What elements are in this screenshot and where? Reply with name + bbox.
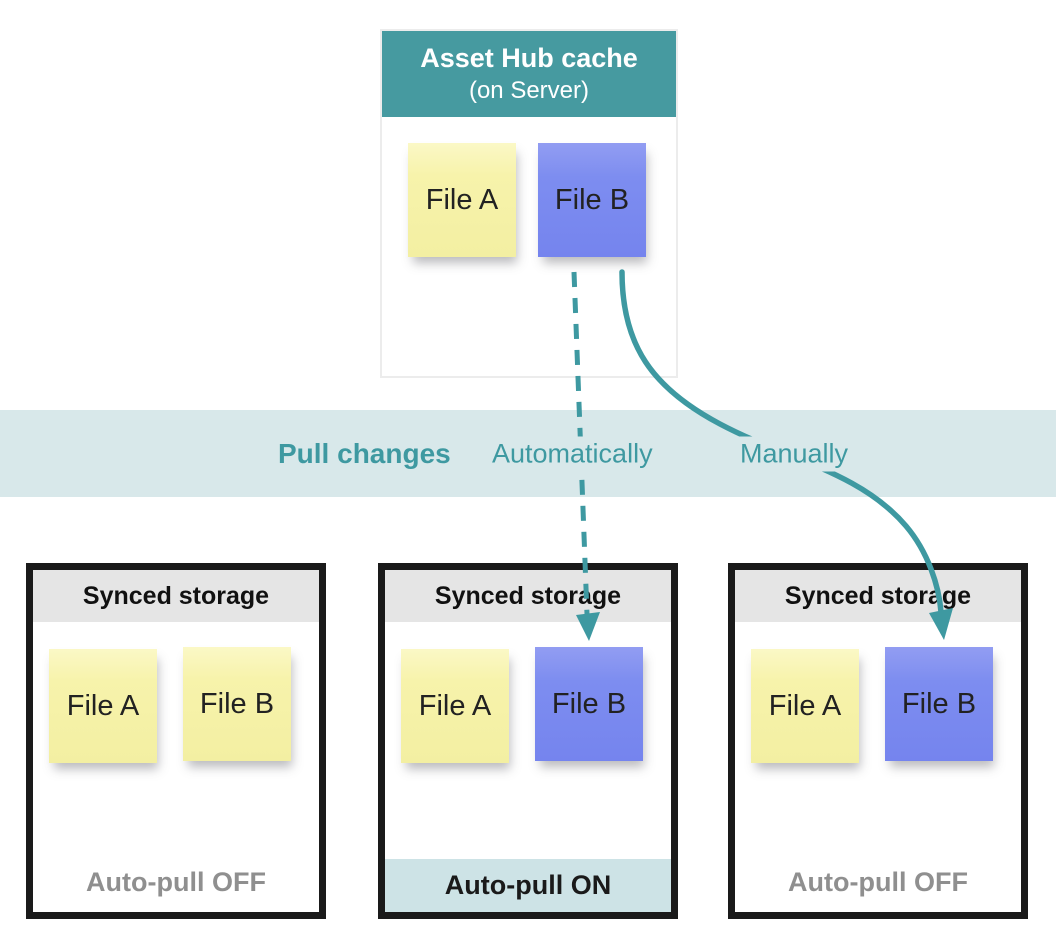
storage-1-auto-pull-status: Auto-pull OFF xyxy=(86,867,266,897)
synced-storage-box-2: Synced storage File A File B Auto-pull O… xyxy=(378,563,678,919)
storage-2-file-a-label: File A xyxy=(418,689,492,722)
cache-file-a-note: File A xyxy=(408,143,516,257)
storage-2-auto-pull-status: Auto-pull ON xyxy=(385,859,671,912)
synced-storage-box-1: Synced storage File A File B Auto-pull O… xyxy=(26,563,326,919)
storage-1-file-a-note: File A xyxy=(49,649,157,763)
storage-1-file-a-label: File A xyxy=(66,689,140,722)
storage-3-auto-pull-status: Auto-pull OFF xyxy=(788,867,968,897)
synced-storage-box-3: Synced storage File A File B Auto-pull O… xyxy=(728,563,1028,919)
cache-subtitle: (on Server) xyxy=(468,76,590,104)
storage-3-file-a-label: File A xyxy=(768,689,842,722)
pull-changes-band: Pull changes Automatically Manually xyxy=(0,410,1056,497)
pull-changes-title: Pull changes xyxy=(272,435,457,472)
storage-3-file-b-label: File B xyxy=(901,687,977,720)
storage-1-header: Synced storage xyxy=(33,570,319,622)
storage-2-header: Synced storage xyxy=(385,570,671,622)
cache-header: Asset Hub cache (on Server) xyxy=(382,31,676,117)
cache-title: Asset Hub cache xyxy=(420,43,638,74)
cache-file-a-label: File A xyxy=(425,183,499,216)
cache-file-b-note: File B xyxy=(538,143,646,257)
storage-1-file-b-note: File B xyxy=(183,647,291,761)
storage-1-file-b-label: File B xyxy=(199,687,275,720)
storage-2-file-a-note: File A xyxy=(401,649,509,763)
storage-3-file-a-note: File A xyxy=(751,649,859,763)
pull-method-automatically-label: Automatically xyxy=(486,436,659,471)
storage-3-file-b-note: File B xyxy=(885,647,993,761)
storage-3-header: Synced storage xyxy=(735,570,1021,622)
asset-hub-cache-box: Asset Hub cache (on Server) File A File … xyxy=(380,29,678,378)
storage-2-file-b-note: File B xyxy=(535,647,643,761)
cache-file-b-label: File B xyxy=(554,183,630,216)
storage-2-file-b-label: File B xyxy=(551,687,627,720)
pull-method-manually-label: Manually xyxy=(734,436,855,471)
